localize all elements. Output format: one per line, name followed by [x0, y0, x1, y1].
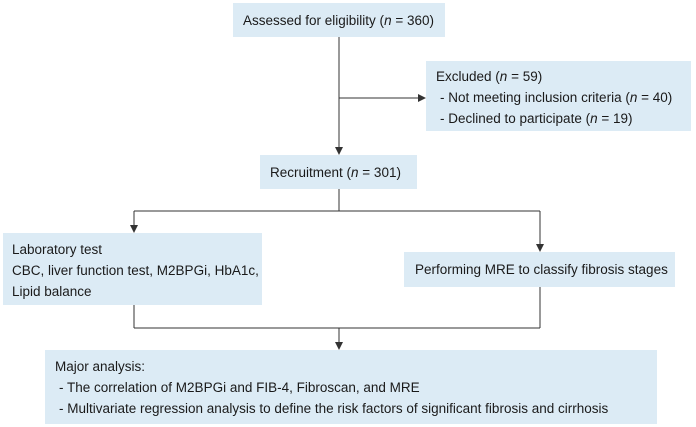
- excluded-item-declined: - Declined to participate (n = 19): [440, 111, 633, 126]
- mre-text: Performing MRE to classify fibrosis stag…: [415, 262, 668, 277]
- major-analysis-item-correlation: - The correlation of M2BPGi and FIB-4, F…: [59, 380, 420, 395]
- excluded-title: Excluded (n = 59): [436, 69, 543, 84]
- excluded-box: Excluded (n = 59) - Not meeting inclusio…: [426, 61, 691, 131]
- major-analysis-item-regression: - Multivariate regression analysis to de…: [59, 401, 609, 416]
- major-analysis-title: Major analysis:: [55, 359, 146, 374]
- assessed-eligibility-text: Assessed for eligibility (n = 360): [243, 13, 434, 28]
- assessed-eligibility-box: Assessed for eligibility (n = 360): [233, 3, 445, 37]
- lab-lipid-line: Lipid balance: [12, 284, 92, 299]
- laboratory-test-box: Laboratory test CBC, liver function test…: [3, 233, 262, 305]
- recruitment-box: Recruitment (n = 301): [260, 155, 417, 189]
- mre-box: Performing MRE to classify fibrosis stag…: [404, 252, 675, 287]
- lab-tests-line: CBC, liver function test, M2BPGi, HbA1c,: [12, 263, 259, 278]
- excluded-item-not-meeting-criteria: - Not meeting inclusion criteria (n = 40…: [440, 90, 673, 105]
- major-analysis-box: Major analysis: - The correlation of M2B…: [45, 350, 657, 424]
- recruitment-text: Recruitment (n = 301): [270, 165, 401, 180]
- lab-title: Laboratory test: [12, 242, 103, 257]
